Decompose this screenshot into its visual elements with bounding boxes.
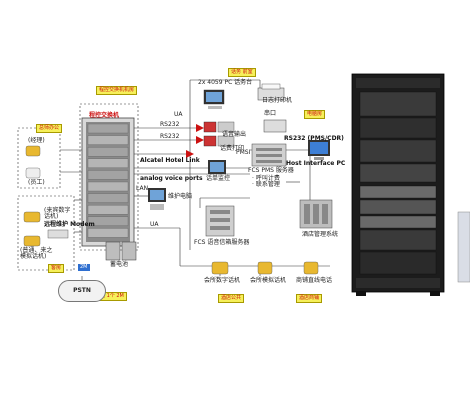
pbx-slot xyxy=(87,170,129,180)
label-staff-phone: (员工) xyxy=(28,179,45,186)
phone-guest-digital xyxy=(23,211,41,223)
rack-unit xyxy=(359,117,437,139)
device-host-pc xyxy=(308,140,330,160)
tag-guest-room: 客房 xyxy=(48,264,65,273)
label-ua-top: UA xyxy=(174,111,183,118)
device-fee-printer xyxy=(203,135,235,147)
pbx-slot xyxy=(87,216,129,226)
pbx-slot xyxy=(87,158,129,168)
label-guest-analog: (普通、来之 模拟话机) xyxy=(20,247,53,260)
phone-lobby-analog xyxy=(257,261,273,275)
pbx-rack-main xyxy=(81,117,135,247)
label-lan: LAN xyxy=(136,185,149,192)
rack-unit xyxy=(359,215,437,229)
device-report-printer xyxy=(257,83,285,101)
label-ua-bottom: UA xyxy=(150,221,159,228)
connection-lines xyxy=(60,79,330,290)
rack-unit xyxy=(359,251,437,275)
label-voicemail-server: FCS 语音信箱服务器 xyxy=(194,239,250,246)
battery-cabinets xyxy=(105,241,137,261)
pbx-slot xyxy=(87,123,129,134)
label-host-pc: Host Interface PC xyxy=(286,160,346,167)
device-hotel-mgmt-server xyxy=(299,199,333,229)
label-hotel-mgmt: 酒店管理系统 xyxy=(302,231,339,238)
label-analog-ports: analog voice ports xyxy=(140,175,203,182)
tag-shops: 酒店商铺 xyxy=(296,294,323,303)
pbx-slot xyxy=(87,228,129,238)
rack-unit xyxy=(359,229,437,251)
phone-staff xyxy=(25,167,41,179)
pbx-slot xyxy=(87,135,129,145)
tag-2m: 2M xyxy=(78,264,90,271)
phone-shop xyxy=(303,261,319,275)
tag-operator-room: 话务 前室 xyxy=(228,68,256,77)
label-report-printer: 日志打印机 xyxy=(262,97,293,104)
phone-manager xyxy=(25,145,41,157)
rack-unit xyxy=(359,163,437,183)
guest-zone-box xyxy=(17,195,75,271)
label-shop-phone: 商铺直线电话 xyxy=(296,277,333,284)
label-lobby-analog: 会所模拟话机 xyxy=(250,277,287,284)
label-fcs-items: · 呼叫计费 · 联系管理 xyxy=(252,175,280,188)
modem-device xyxy=(47,229,69,239)
device-com-port-printer xyxy=(263,119,287,133)
label-pmsi: PMSI xyxy=(236,149,251,156)
tag-office: 总师办公 xyxy=(36,124,63,133)
label-guest-digital: (来宾数字 话机) xyxy=(44,207,71,220)
label-alcatel-link: Alcatel Hotel Link xyxy=(140,157,200,164)
rack-unit xyxy=(359,91,437,117)
label-fcs-pms: FCS PMS 服务器 xyxy=(248,167,294,174)
label-rs232-b: RS232 xyxy=(160,133,180,140)
label-maintenance-pc: 维护电脑 xyxy=(168,193,193,200)
phone-lobby-digital xyxy=(211,261,229,275)
label-lobby-digital: 会所数字话机 xyxy=(204,277,241,284)
cabinet-edge-photo xyxy=(457,211,470,283)
tag-pbx-room: 程控交换机机房 xyxy=(96,86,138,95)
label-2x4059: 2x 4059 PC 话务台 xyxy=(198,79,253,86)
rack-unit xyxy=(359,199,437,215)
device-voicemail-server xyxy=(205,205,235,237)
pbx-slot xyxy=(87,181,129,192)
label-rs232-a: RS232 xyxy=(160,121,180,128)
label-fee-print: 话费打印 xyxy=(220,145,245,152)
server-rack-photo xyxy=(351,73,445,296)
label-voice-out: 语音输出 xyxy=(222,131,247,138)
device-voice-box xyxy=(203,121,235,133)
tag-computer-room: 电脑房 xyxy=(304,110,326,119)
phone-guest-analog xyxy=(23,235,41,247)
device-fcs-pms-server xyxy=(251,143,287,167)
rack-unit xyxy=(359,185,437,199)
device-pc-console xyxy=(203,89,225,109)
pbx-slot xyxy=(87,193,129,203)
signal-arrows xyxy=(186,124,204,158)
label-monitor: 话单监控 xyxy=(206,175,231,182)
tag-lobby: 酒店公共 xyxy=(218,294,245,303)
pbx-model-label: 程控交换机 xyxy=(89,112,120,119)
label-com-port: 串口 xyxy=(264,110,277,117)
label-battery: 蓄电池 xyxy=(110,261,129,268)
label-modem: 远程维护 Modem xyxy=(44,221,95,228)
device-monitor-pc xyxy=(208,160,226,174)
device-maintenance-pc xyxy=(148,188,166,210)
pbx-slot xyxy=(87,147,129,157)
label-manager-phone: (经理) xyxy=(28,137,45,144)
rack-unit xyxy=(359,139,437,163)
pstn-cloud: PSTN xyxy=(58,280,106,302)
label-rs232-pms: RS232 (PMS/CDR) xyxy=(284,135,344,142)
pbx-slot xyxy=(87,205,129,215)
